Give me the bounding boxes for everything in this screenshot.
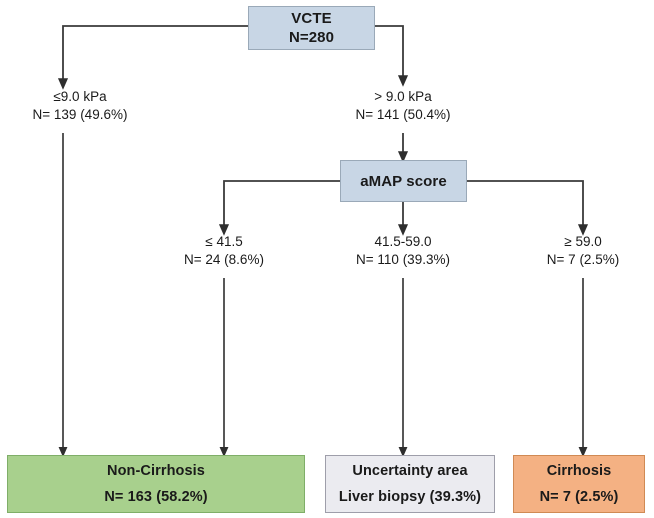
label-amap-mid-threshold: 41.5-59.0 [374, 234, 432, 249]
node-non-cirrhosis-count: N= 163 (58.2%) [104, 489, 208, 505]
label-amap-low-count: N= 24 (8.6%) [184, 252, 264, 267]
node-non-cirrhosis[interactable]: Non-Cirrhosis N= 163 (58.2%) [7, 455, 305, 513]
edge-vcte-to-low [57, 25, 248, 90]
label-amap-low-threshold: ≤ 41.5 [205, 234, 243, 249]
node-uncertainty-area[interactable]: Uncertainty area Liver biopsy (39.3%) [325, 455, 495, 513]
label-amap-mid: 41.5-59.0 N= 110 (39.3%) [325, 233, 481, 269]
node-vcte-title: VCTE [291, 10, 332, 27]
node-vcte[interactable]: VCTE N=280 [248, 6, 375, 50]
label-vcte-low: ≤9.0 kPa N= 139 (49.6%) [0, 88, 160, 124]
node-cirrhosis-title: Cirrhosis [546, 463, 612, 479]
label-amap-mid-count: N= 110 (39.3%) [356, 252, 450, 267]
node-vcte-count: N=280 [288, 29, 335, 46]
node-uncertainty-area-title: Uncertainty area [352, 463, 468, 479]
edge-vcte-to-high [375, 25, 409, 87]
edge-amap-to-high [467, 180, 589, 236]
label-vcte-low-threshold: ≤9.0 kPa [53, 89, 107, 104]
node-cirrhosis-count: N= 7 (2.5%) [539, 489, 619, 505]
label-vcte-high-count: N= 141 (50.4%) [355, 107, 451, 122]
label-amap-high-count: N= 7 (2.5%) [546, 252, 620, 267]
label-amap-high-threshold: ≥ 59.0 [564, 234, 602, 249]
node-uncertainty-area-detail: Liver biopsy (39.3%) [338, 489, 482, 505]
label-vcte-low-count: N= 139 (49.6%) [32, 107, 128, 122]
node-amap-score[interactable]: aMAP score [340, 160, 467, 202]
node-cirrhosis[interactable]: Cirrhosis N= 7 (2.5%) [513, 455, 645, 513]
label-vcte-high-threshold: > 9.0 kPa [374, 89, 432, 104]
node-non-cirrhosis-title: Non-Cirrhosis [107, 463, 205, 479]
node-amap-score-title: aMAP score [360, 172, 447, 190]
label-amap-high: ≥ 59.0 N= 7 (2.5%) [518, 233, 648, 269]
edge-amap-to-low [218, 180, 340, 236]
label-amap-low: ≤ 41.5 N= 24 (8.6%) [152, 233, 296, 269]
label-vcte-high: > 9.0 kPa N= 141 (50.4%) [323, 88, 483, 124]
